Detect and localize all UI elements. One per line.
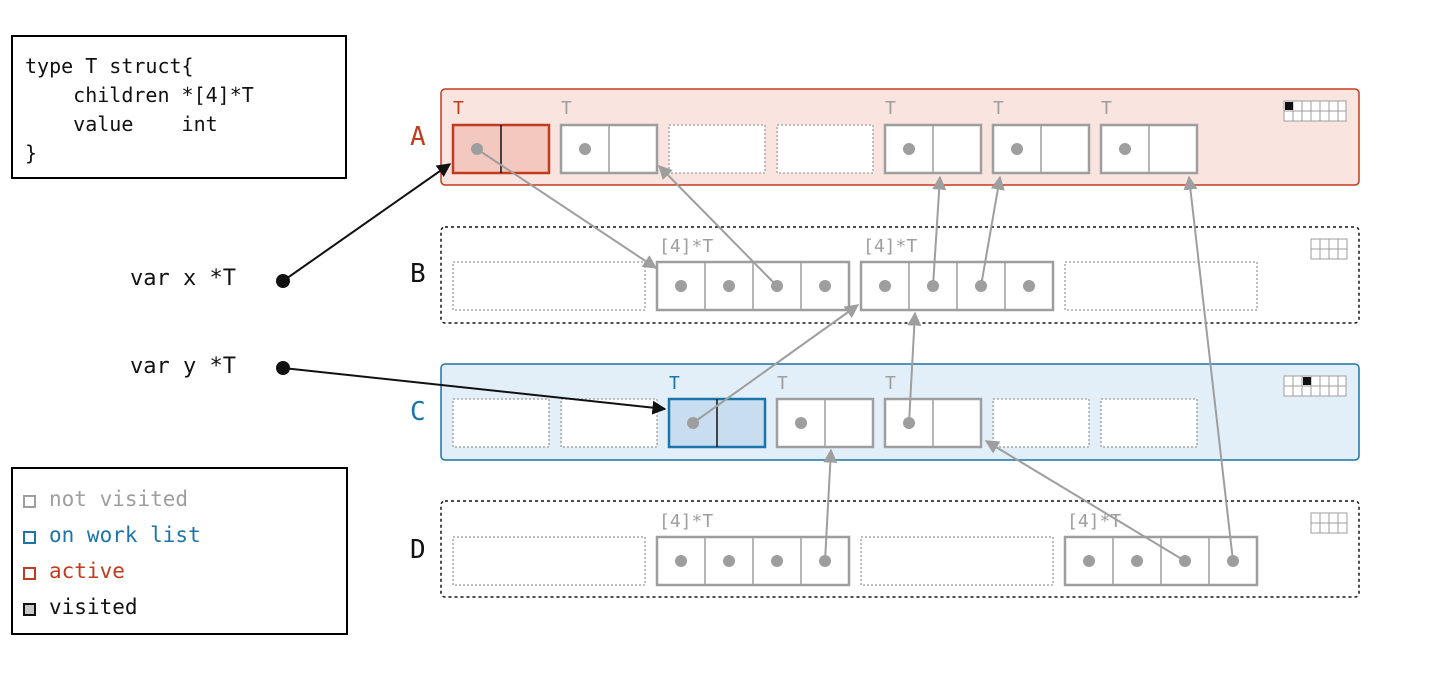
- array-label: [4]*T: [659, 511, 713, 532]
- type-label: T: [777, 373, 788, 394]
- free-slot: [860, 536, 1054, 586]
- code-line: type T struct{: [25, 54, 194, 78]
- arrow: [823, 448, 838, 562]
- visited-square-icon: [23, 603, 36, 616]
- array-b1: [655, 260, 851, 312]
- root-arrows: [276, 163, 667, 415]
- type-label: T: [885, 98, 896, 119]
- array-label: [4]*T: [1067, 511, 1121, 532]
- code-line: value int: [25, 112, 218, 136]
- array-b2: [859, 260, 1055, 312]
- free-slot: [992, 398, 1090, 448]
- arrow: [658, 165, 778, 287]
- object-c4: [883, 397, 983, 449]
- type-label: T: [993, 98, 1004, 119]
- type-label: T: [453, 98, 464, 119]
- object-a6: [1099, 123, 1199, 175]
- type-label: T: [885, 373, 896, 394]
- free-slot: [1100, 398, 1198, 448]
- code-line: }: [25, 141, 38, 165]
- arrow: [282, 367, 667, 415]
- arrow: [1183, 175, 1234, 562]
- arrow: [980, 175, 1005, 287]
- type-label: T: [1101, 98, 1112, 119]
- not-visited-square-icon: [23, 495, 36, 508]
- free-slot: [452, 261, 646, 311]
- array-label: [4]*T: [659, 236, 713, 257]
- span-row-b: B [4]*T [4]*T: [410, 226, 1360, 324]
- legend-label: active: [49, 559, 125, 583]
- arrow: [907, 311, 922, 424]
- span-row-c: C T T T: [410, 363, 1360, 461]
- type-label: T: [561, 98, 572, 119]
- object-a4: [883, 123, 983, 175]
- code-line: children *[4]*T: [25, 83, 254, 107]
- span-row-d: D [4]*T [4]*T: [410, 500, 1360, 598]
- span-row-a: A T T T T T: [410, 88, 1360, 186]
- arrow: [692, 304, 860, 424]
- row-b-label: B: [410, 259, 426, 289]
- row-a-label: A: [410, 122, 426, 152]
- object-a5: [991, 123, 1091, 175]
- free-slot: [452, 398, 550, 448]
- var-y-label: var y *T: [130, 354, 236, 379]
- row-d-label: D: [410, 535, 426, 565]
- free-slot: [776, 124, 874, 174]
- free-slot: [668, 124, 766, 174]
- array-d3: [1063, 535, 1259, 587]
- free-slot: [452, 536, 646, 586]
- arrow: [282, 163, 452, 282]
- legend-label: visited: [49, 595, 138, 619]
- free-slot: [1064, 261, 1258, 311]
- legend-label: not visited: [49, 487, 189, 511]
- object-a1: [559, 123, 659, 175]
- legend-box: not visited on work list active visited: [11, 467, 348, 635]
- arrow: [476, 148, 658, 269]
- code-box: type T struct{ children *[4]*T value int…: [11, 35, 347, 179]
- arrow: [932, 175, 947, 287]
- object-c2: [667, 397, 767, 449]
- span-d-bitmap-icon: [1310, 512, 1348, 534]
- legend-label: on work list: [49, 523, 201, 547]
- active-square-icon: [23, 567, 36, 580]
- on-work-list-square-icon: [23, 531, 36, 544]
- type-label: T: [669, 373, 680, 394]
- span-a-bitmap-icon: [1283, 100, 1347, 122]
- pointer-arrows: [476, 148, 1234, 562]
- object-c3: [775, 397, 875, 449]
- arrow: [984, 440, 1186, 562]
- row-c-label: C: [410, 397, 426, 427]
- array-d1: [655, 535, 851, 587]
- var-x-label: var x *T: [130, 266, 236, 291]
- span-c-bitmap-icon: [1283, 375, 1347, 397]
- array-label: [4]*T: [863, 236, 917, 257]
- span-b-bitmap-icon: [1310, 238, 1348, 260]
